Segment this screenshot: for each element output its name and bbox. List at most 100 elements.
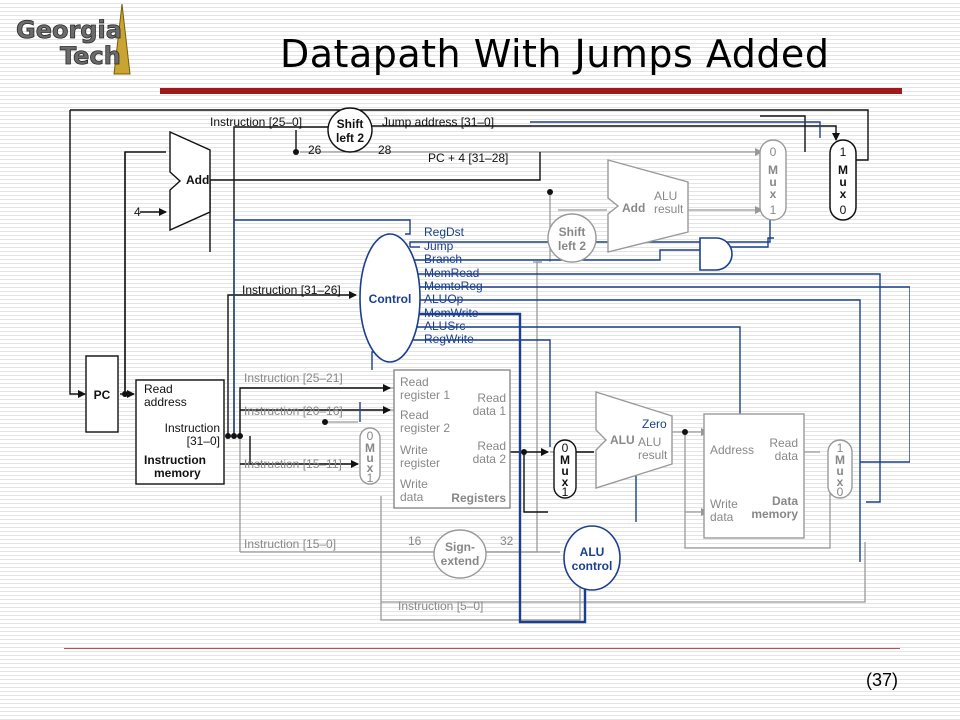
signal-memwrite: MemWrite: [424, 306, 479, 320]
pc-register: [85, 355, 119, 433]
sign-extend-label-1: Sign-: [445, 540, 475, 554]
jump-mux-label-x: x: [840, 187, 847, 201]
register-file: [393, 369, 511, 509]
instr-31-26-label: Instruction [31–26]: [242, 283, 341, 297]
slide-title: Datapath With Jumps Added: [280, 32, 830, 76]
branch-mux-in-0: 0: [770, 145, 777, 159]
regdst-mux-in-0: 0: [367, 429, 374, 443]
junction-dots: [122, 149, 688, 455]
branch-mux-in-1: 1: [770, 203, 777, 217]
shift-left-2-branch: [547, 213, 597, 263]
instruction-memory-label-2: memory: [154, 466, 201, 480]
read-data-1-label-1: Read: [477, 391, 506, 405]
alu-zero-label: Zero: [642, 417, 667, 431]
signal-regwrite: RegWrite: [424, 332, 474, 346]
instruction-31-0-label-1: Instruction: [165, 421, 220, 435]
datapath-diagram: Add 4 Shift left 2 Instruction [25–0] Ju…: [69, 107, 910, 624]
control-unit: [359, 233, 421, 363]
shift-left-2-jump: [327, 107, 373, 153]
branch-alu-result-label-1: ALU: [654, 189, 677, 203]
branch-and-gate: [699, 237, 733, 271]
const-4-label: 4: [134, 205, 141, 219]
alu-control-label-1: ALU: [580, 545, 605, 559]
signal-aluop: ALUOp: [424, 292, 464, 306]
control-label: Control: [369, 292, 412, 306]
branch-mux-label-u: u: [769, 175, 776, 189]
pc-label: PC: [94, 388, 111, 402]
alusrc-mux-label-x: x: [562, 475, 569, 489]
regdst-mux-in-1: 1: [367, 471, 374, 485]
read-data-2-label-2: data 2: [473, 452, 507, 466]
read-data-label-2: data: [775, 449, 799, 463]
jump-mux-in-0: 0: [840, 203, 847, 217]
write-data-label-2: data: [400, 490, 424, 504]
branch-mux-label-x: x: [770, 187, 777, 201]
alusrc-mux-in-1: 1: [562, 485, 569, 499]
sign-extend-label-2: extend: [441, 554, 480, 568]
alu-result-label-2: result: [638, 448, 668, 462]
read-address-label-2: address: [144, 395, 187, 409]
footer-line: [64, 648, 900, 649]
georgia-tech-logo: Georgia Tech: [16, 4, 131, 75]
branch-adder-label: Add: [622, 201, 645, 215]
black-wires: [69, 109, 869, 513]
width-16-label: 16: [408, 534, 422, 548]
write-register-label-1: Write: [400, 443, 428, 457]
svg-text:Georgia: Georgia: [16, 16, 122, 44]
alusrc-mux-in-0: 0: [562, 441, 569, 455]
registers-label: Registers: [451, 491, 506, 505]
regdst-mux-label-m: M: [365, 441, 375, 455]
instruction-31-0-label-2: [31–0]: [187, 434, 220, 448]
read-address-label-1: Read: [144, 382, 173, 396]
write-register-label-2: register: [400, 456, 440, 470]
pc-adder-label: Add: [186, 173, 209, 187]
jump-mux-label-u: u: [839, 175, 846, 189]
write-data-label-1: Write: [400, 477, 428, 491]
jump-mux-in-1: 1: [840, 145, 847, 159]
alusrc-mux-label-m: M: [560, 453, 570, 467]
read-register-2-label-2: register 2: [400, 421, 450, 435]
branch-mux: [759, 139, 787, 221]
memtoreg-mux-label-m: M: [835, 453, 845, 467]
instruction-memory-label-1: Instruction: [144, 453, 206, 467]
memtoreg-mux: [827, 439, 853, 499]
regdst-mux: [359, 427, 381, 485]
alu-control-label-2: control: [572, 559, 613, 573]
signal-jump: Jump: [424, 239, 454, 253]
instr-5-0-label: Instruction [5–0]: [398, 599, 483, 613]
width-28-label: 28: [378, 143, 392, 157]
instr-20-16-label: Instruction [20–16]: [244, 404, 343, 418]
data-memory-label-2: memory: [751, 507, 798, 521]
jump-mux-label-m: M: [838, 163, 848, 177]
memtoreg-mux-label-x: x: [837, 475, 844, 489]
memtoreg-mux-in-0: 0: [837, 485, 844, 499]
data-memory: [703, 413, 805, 539]
alu-control: [563, 525, 621, 591]
mem-write-data-label-2: data: [710, 510, 734, 524]
sign-extend: [433, 529, 487, 579]
instr-25-0-label: Instruction [25–0]: [210, 115, 302, 129]
data-memory-label-1: Data: [772, 494, 798, 508]
jump-mux: [829, 139, 857, 221]
mem-write-data-label-1: Write: [710, 497, 738, 511]
title-underline: [160, 88, 902, 94]
main-alu-label: ALU: [610, 433, 635, 447]
instr-15-0-label: Instruction [15–0]: [244, 537, 336, 551]
page-number: (37): [866, 670, 899, 690]
read-data-label-1: Read: [769, 436, 798, 450]
signal-memtoreg: MemtoReg: [424, 279, 483, 293]
signal-alusrc: ALUSrc: [424, 319, 465, 333]
width-26-label: 26: [308, 143, 322, 157]
signal-memread: MemRead: [424, 266, 479, 280]
shift-left-2-jump-label-1: Shift: [337, 117, 364, 131]
alusrc-mux-label-u: u: [561, 464, 568, 478]
jump-address-label: Jump address [31–0]: [382, 115, 494, 129]
pc-adder: [169, 130, 211, 232]
read-data-2-label-1: Read: [477, 439, 506, 453]
instr-25-21-label: Instruction [25–21]: [244, 371, 343, 385]
read-register-1-label-1: Read: [400, 375, 429, 389]
main-alu: [595, 391, 673, 489]
read-register-1-label-2: register 1: [400, 388, 450, 402]
branch-alu-result-label-2: result: [654, 202, 684, 216]
regdst-mux-label-u: u: [366, 451, 373, 465]
